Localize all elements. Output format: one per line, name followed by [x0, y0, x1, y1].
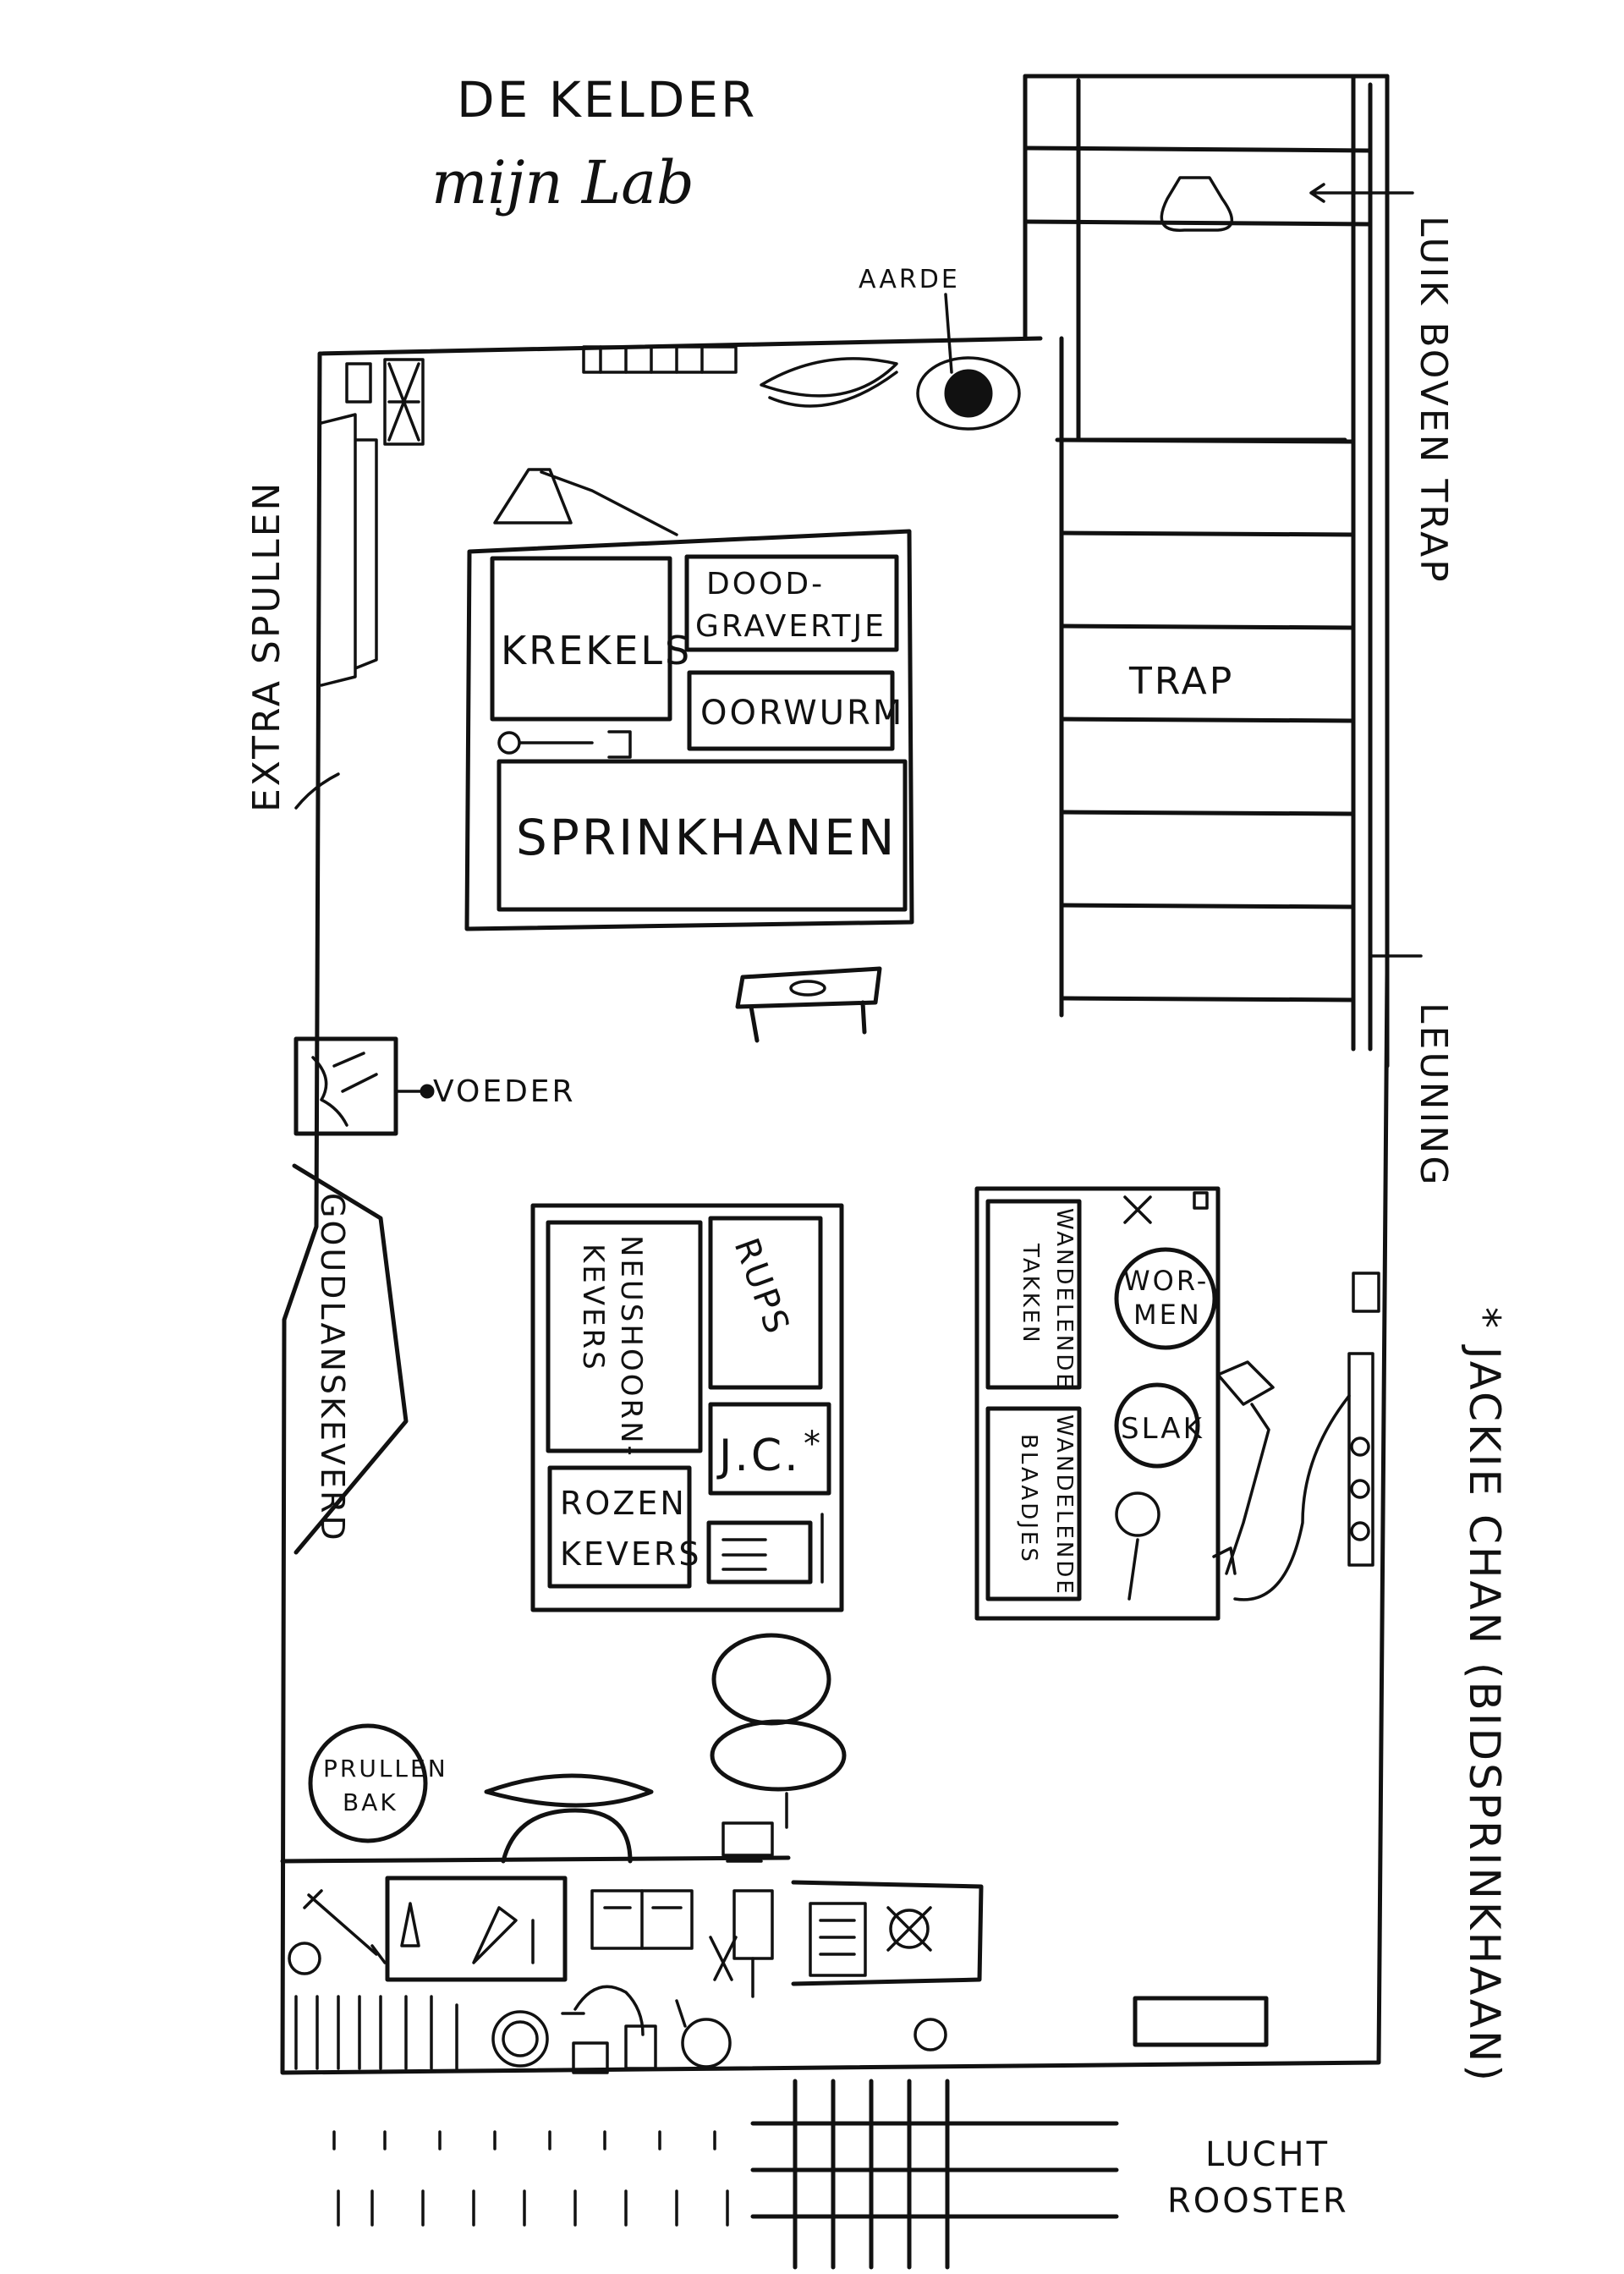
syringe-icon [303, 1889, 387, 1964]
microscope-icon [721, 1821, 774, 1857]
staircase: TRAP [1023, 74, 1390, 1068]
sink-tap-icon [561, 1985, 645, 2036]
goldsmith-beetle-enclosure [292, 1163, 409, 1555]
walking-stick-label-1: WANDELENDE [1051, 1208, 1077, 1390]
hatch-arrow [1309, 183, 1414, 203]
earth-bowl-icon [916, 356, 1021, 431]
caterpillar-label: RUPS [727, 1233, 798, 1341]
railing-label: LEUNING [1412, 1002, 1455, 1187]
snail-jar [1114, 1382, 1200, 1469]
round-stool [711, 1633, 831, 1726]
earth-label: AARDE [859, 265, 960, 294]
lower-wall-inner [280, 1855, 791, 1864]
scissors-icon [1123, 1195, 1152, 1224]
goldsmith-beetle-label: GOUDLANSKEVERD [314, 1193, 351, 1543]
desk-lamp-icon [493, 468, 678, 536]
plan-subtitle: mijn Lab [431, 148, 694, 217]
hatch-label: LUIK BOVEN TRAP [1412, 216, 1455, 585]
round-table [710, 1719, 847, 1792]
leaf-insect-label-2: BLAADJES [1016, 1434, 1041, 1564]
walking-stick-label-2: TAKKEN [1018, 1243, 1043, 1345]
keyboard-icon [582, 345, 738, 374]
worms-label-2: MEN [1133, 1299, 1202, 1331]
hatch-handle-icon [1160, 176, 1233, 232]
tweezers-icon [709, 1936, 738, 1981]
air-vent-label-2: ROOSTER [1167, 2182, 1349, 2221]
burying-beetle-label-1: DOOD- [706, 567, 825, 601]
hatch-outline [1076, 78, 1347, 442]
power-strip [1233, 1272, 1380, 1601]
extra-stuff-label: EXTRA SPULLEN [245, 481, 288, 812]
grasshoppers-label: SPRINKHANEN [516, 809, 897, 866]
wastebasket [308, 1723, 428, 1843]
leaf-insect-label-1: WANDELENDE [1051, 1414, 1077, 1596]
radiator [1133, 1996, 1269, 2047]
rose-beetle-label-1: ROZEN [560, 1485, 687, 1522]
stool [735, 966, 882, 1043]
jackie-chan-enclosure-label: J.C. [716, 1431, 801, 1481]
upper-terrarium-table: KREKELS DOOD- GRAVERTJE OORWURM SPRINKHA… [464, 529, 914, 931]
rose-beetle-label-2: KEVERS [560, 1535, 701, 1573]
snail-label: SLAK [1121, 1412, 1204, 1446]
side-table [791, 1880, 984, 2052]
bottle-icon [732, 1889, 774, 1960]
right-terrarium-table: WANDELENDE TAKKEN WANDELENDE BLAADJES WO… [974, 1186, 1221, 1621]
burying-beetle-label-2: GRAVERTJE [695, 609, 886, 644]
plan-title: DE KELDER [457, 71, 757, 129]
air-vent-label-1: LUCHT [1205, 2135, 1330, 2174]
feeder-label: VOEDER [433, 1074, 576, 1109]
feeder-box [294, 1036, 435, 1136]
wastebasket-label-2: BAK [343, 1788, 398, 1816]
rhino-beetle-label-2: KEVERS [576, 1244, 610, 1372]
jackie-chan-footnote: * JACKIE CHAN (BIDSPRINKHAAN) [1460, 1307, 1509, 2084]
rhino-beetle-label-1: NEUSHOORN- [614, 1235, 648, 1458]
extra-stuff-shelf [320, 358, 425, 687]
wastebasket-label-1: PRULLEN [323, 1755, 448, 1782]
earwig-label: OORWURM [700, 694, 904, 733]
desk-chair [484, 1773, 654, 1864]
stair-label: TRAP [1128, 660, 1234, 703]
magnifier-icon [681, 2018, 732, 2068]
crickets-label: KREKELS [501, 628, 692, 673]
workbench [288, 1792, 788, 2074]
air-vent-grid [332, 2079, 1119, 2270]
clamp-lamp-icon [1212, 1360, 1275, 1575]
notebook-icon [706, 1520, 813, 1585]
worms-jar [1114, 1247, 1217, 1350]
middle-terrarium-table: NEUSHOORN- KEVERS RUPS J.C. * ROZEN KEVE… [530, 1203, 844, 1612]
jackie-chan-star: * [804, 1425, 823, 1464]
worms-label-1: WOR- [1123, 1265, 1209, 1297]
dish-icon [491, 2010, 549, 2068]
